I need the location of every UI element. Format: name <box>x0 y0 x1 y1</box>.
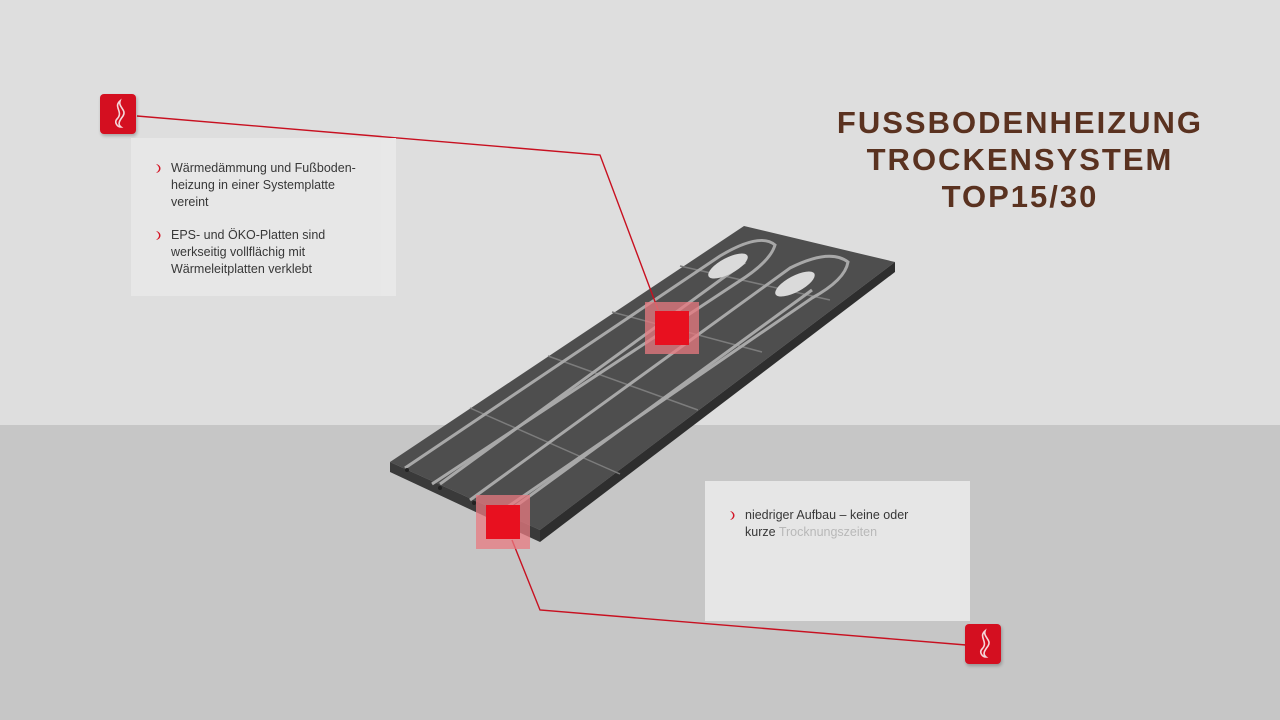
crescent-bullet-icon <box>730 511 735 520</box>
info-panel-bottom: niedriger Aufbau – keine oder kurze Troc… <box>705 481 970 621</box>
bullet-text-line: Wärmeleitplatten verklebt <box>171 262 313 276</box>
callout-line-top <box>136 115 661 316</box>
info-bullet: EPS- und ÖKO-Platten sind werkseitig vol… <box>151 227 378 278</box>
pipe-openings <box>405 468 476 505</box>
title-line-1: FUSSBODENHEIZUNG <box>836 105 1204 140</box>
board-top-surface <box>390 226 895 530</box>
bullet-text-line: Wärmedämmung und Fußboden- <box>171 161 356 175</box>
flame-logo-icon[interactable] <box>965 624 1001 664</box>
bullet-text-fading: Trocknungszeiten <box>778 525 878 539</box>
callout-line-bottom <box>511 539 967 646</box>
hotspot-marker-top <box>645 302 699 354</box>
flame-logo-icon[interactable] <box>100 94 136 134</box>
hotspot-marker-bottom <box>476 495 530 549</box>
crescent-bullet-icon <box>156 231 161 240</box>
page-title: FUSSBODENHEIZUNG TROCKENSYSTEM TOP15/30 <box>790 104 1250 215</box>
bullet-text-line: vereint <box>171 195 209 209</box>
title-line-3: TOP15/30 <box>941 179 1099 214</box>
info-panel-top: Wärmedämmung und Fußboden- heizung in ei… <box>131 138 396 296</box>
info-bullet: Wärmedämmung und Fußboden- heizung in ei… <box>151 160 378 211</box>
bullet-text-line: EPS- und ÖKO-Platten sind <box>171 228 326 242</box>
bullet-text-visible: kurze <box>745 525 776 539</box>
title-line-2: TROCKENSYSTEM <box>866 142 1174 177</box>
bullet-text-line: werkseitig vollflächig mit <box>171 245 306 259</box>
bullet-text-line: heizung in einer Systemplatte <box>171 178 335 192</box>
background-floor <box>0 425 1280 720</box>
board-right-edge <box>540 262 895 542</box>
pipe-channels <box>404 238 850 516</box>
crescent-bullet-icon <box>156 164 161 173</box>
info-bullet: niedriger Aufbau – keine oder kurze Troc… <box>725 507 952 541</box>
bullet-text-line: niedriger Aufbau – keine oder <box>745 508 909 522</box>
pipe-loop-highlights <box>708 253 815 297</box>
bullet-text-line: kurze Trocknungszeiten <box>745 524 952 541</box>
